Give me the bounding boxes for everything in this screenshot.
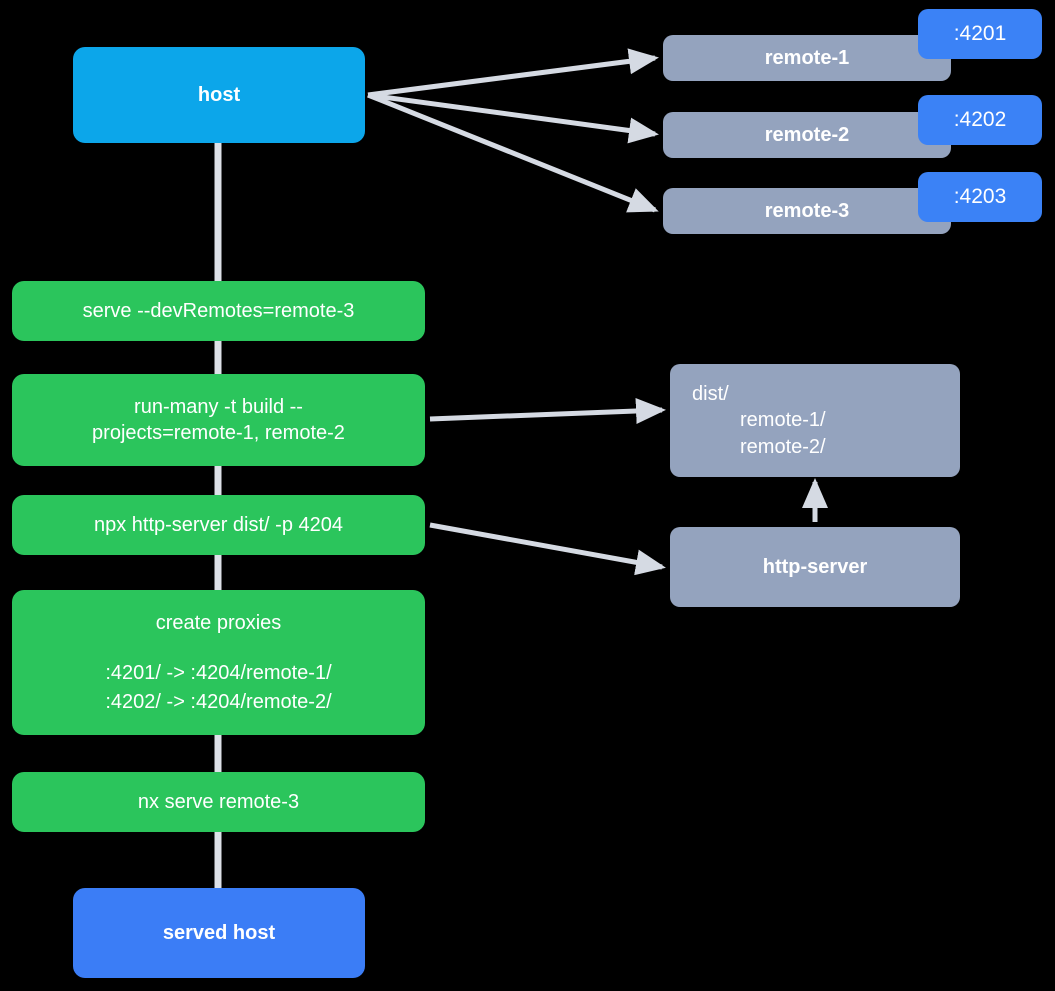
node-dist-line-2: remote-1/ [740,409,826,432]
node-command-create-proxies-proxy-2: :4202/ -> :4204/remote-2/ [105,690,332,713]
node-command-run-many[interactable]: run-many -t build -- projects=remote-1, … [12,374,425,466]
node-remote-3-label: remote-3 [764,199,850,222]
node-dist-line-3: remote-2/ [740,435,826,458]
edge-host-to-remotes [367,48,659,213]
node-remote-3[interactable]: remote-3 [663,188,951,234]
node-command-create-proxies-title: create proxies [155,611,282,634]
node-http-server-label: http-server [762,555,868,578]
node-command-nx-serve-remote-3-label: nx serve remote-3 [137,790,300,813]
node-remote-2-label: remote-2 [764,123,850,146]
edge-npx-to-httpserver [429,522,666,576]
badge-port-4201[interactable]: :4201 [918,9,1042,59]
node-remote-1[interactable]: remote-1 [663,35,951,81]
node-host-label: host [197,83,241,106]
node-command-npx-http-server-label: npx http-server dist/ -p 4204 [93,513,343,536]
node-served-host[interactable]: served host [73,888,365,978]
badge-port-4201-label: :4201 [953,22,1007,46]
badge-port-4203[interactable]: :4203 [918,172,1042,222]
node-command-npx-http-server[interactable]: npx http-server dist/ -p 4204 [12,495,425,555]
node-command-run-many-line2: projects=remote-1, remote-2 [92,422,345,444]
badge-port-4202-label: :4202 [953,108,1007,132]
node-command-create-proxies[interactable]: create proxies :4201/ -> :4204/remote-1/… [12,590,425,735]
node-remote-2[interactable]: remote-2 [663,112,951,158]
node-dist-line-1: dist/ [692,382,729,405]
badge-port-4202[interactable]: :4202 [918,95,1042,145]
node-command-serve-devremotes[interactable]: serve --devRemotes=remote-3 [12,281,425,341]
node-dist-folder[interactable]: dist/ remote-1/ remote-2/ [670,364,960,477]
badge-port-4203-label: :4203 [953,185,1007,209]
node-command-run-many-line1: run-many -t build -- [134,395,303,418]
node-command-create-proxies-proxy-1: :4201/ -> :4204/remote-1/ [105,662,332,685]
node-served-host-label: served host [162,921,276,944]
node-host[interactable]: host [73,47,365,143]
node-command-nx-serve-remote-3[interactable]: nx serve remote-3 [12,772,425,832]
node-remote-1-label: remote-1 [764,46,850,69]
node-command-serve-devremotes-label: serve --devRemotes=remote-3 [82,299,355,322]
edge-runmany-to-dist [429,398,666,424]
node-http-server[interactable]: http-server [670,527,960,607]
